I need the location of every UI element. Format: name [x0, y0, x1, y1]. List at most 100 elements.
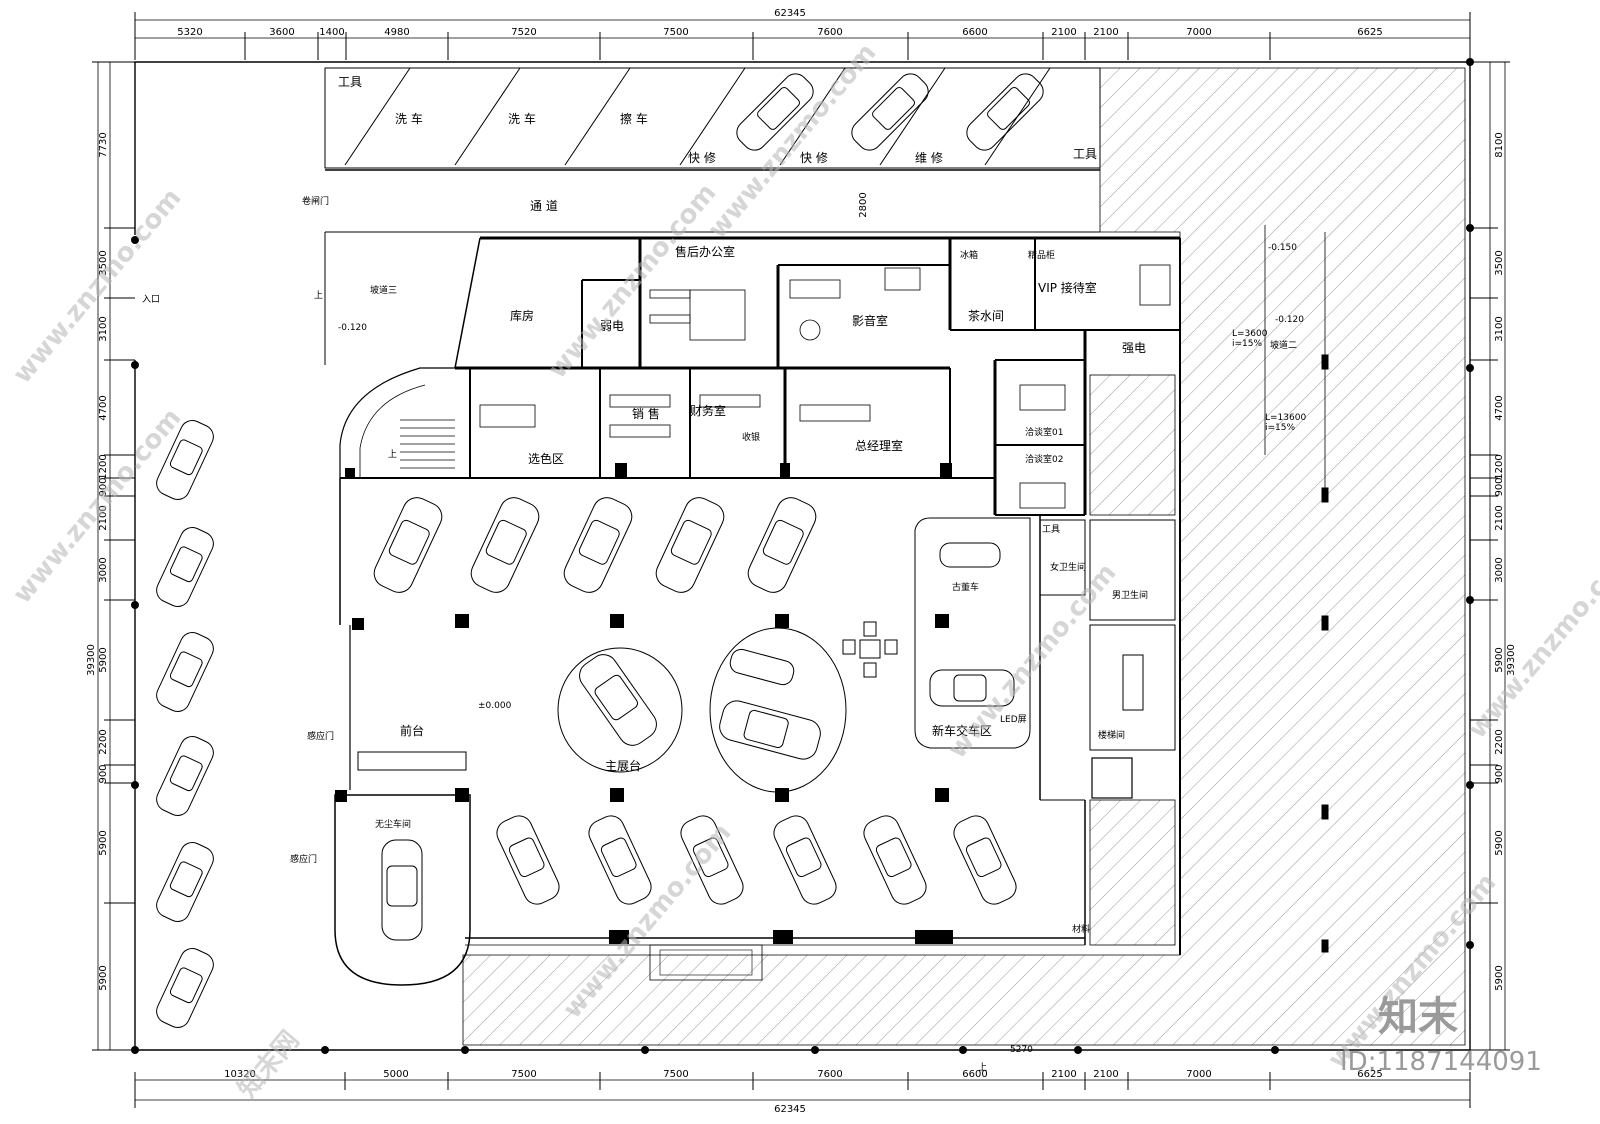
- dim-top: 6625: [1357, 27, 1382, 38]
- dim-top: 7500: [663, 27, 688, 38]
- dim-top: 1400: [319, 27, 344, 38]
- label-main-stage: 主展台: [605, 758, 641, 773]
- stair-treads: [400, 419, 455, 469]
- dim-top: 2100: [1051, 27, 1076, 38]
- label-strong-electric: 强电: [1122, 341, 1146, 355]
- label-level-0: ±0.000: [478, 701, 512, 711]
- svg-text:上: 上: [314, 290, 323, 301]
- svg-text:5900: 5900: [1494, 647, 1505, 672]
- label-wipe: 擦 车: [620, 111, 648, 126]
- label-finance: 财务室: [690, 403, 726, 418]
- svg-text:39300: 39300: [86, 644, 97, 676]
- label-delivery-zone: 新车交车区: [932, 723, 992, 738]
- label-fridge: 冰箱: [960, 249, 978, 261]
- ramp-lines: [1264, 225, 1329, 953]
- label-men-wc: 男卫生间: [1112, 589, 1148, 601]
- label-led-screen: LED屏: [1000, 714, 1027, 725]
- svg-text:www.znzmo.com: www.znzmo.com: [7, 183, 187, 389]
- dim-bottom: 7600: [817, 1069, 842, 1080]
- svg-text:39300: 39300: [1506, 644, 1517, 676]
- office-labels: 入口 坡道三 -0.120 上 库房 弱电 售后办公室 影音室 冰箱 茶水间 精…: [142, 244, 1146, 466]
- label-boutique: 精品柜: [1028, 249, 1055, 261]
- label-vip-room: VIP 接待室: [1038, 280, 1097, 295]
- label-material: 材料: [1072, 923, 1090, 935]
- dim-top: 4980: [384, 27, 409, 38]
- svg-text:900: 900: [1494, 477, 1505, 496]
- svg-text:上: 上: [388, 449, 397, 460]
- svg-text:知末网: 知末网: [232, 1025, 305, 1104]
- svg-text:4700: 4700: [98, 395, 109, 420]
- label-roll-door: 卷闸门: [302, 195, 329, 207]
- svg-text:2800: 2800: [858, 192, 869, 217]
- watermark-logo: 知末: [1378, 994, 1458, 1040]
- dim-top: 7520: [511, 27, 536, 38]
- label-wash-2: 洗 车: [508, 111, 536, 126]
- label-bottom-inner-dim: 5270: [1010, 1045, 1033, 1055]
- svg-text:3500: 3500: [98, 250, 109, 275]
- dim-bottom: 7500: [511, 1069, 536, 1080]
- svg-text:2200: 2200: [1494, 729, 1505, 754]
- svg-text:5900: 5900: [98, 830, 109, 855]
- label-negotiation-2: 洽谈室02: [1025, 453, 1063, 465]
- svg-text:1200: 1200: [1494, 454, 1505, 479]
- label-general-manager: 总经理室: [855, 438, 903, 453]
- showroom-cars: [373, 497, 1017, 941]
- right-dims: 8100 3500 3100 4700 1200 900 2100 3000 5…: [1494, 132, 1517, 990]
- svg-text:i=15%: i=15%: [1265, 423, 1295, 433]
- label-wash-1: 洗 车: [395, 111, 423, 126]
- label-tool-top: 工具: [338, 75, 362, 89]
- label-level-2: -0.150: [1268, 243, 1297, 253]
- svg-text:www.znzmo.com: www.znzmo.com: [542, 178, 722, 384]
- svg-text:2100: 2100: [98, 505, 109, 530]
- dim-bottom: 6625: [1357, 1069, 1382, 1080]
- parking-cars: [156, 420, 214, 1028]
- label-av-room: 影音室: [852, 313, 888, 328]
- lounge-set: [842, 621, 898, 678]
- label-tool-right: 工具: [1073, 147, 1097, 161]
- repair-bay-cars: [736, 73, 1044, 151]
- svg-text:3100: 3100: [1494, 316, 1505, 341]
- label-sales: 销 售: [632, 406, 660, 421]
- dim-top: 5320: [177, 27, 202, 38]
- svg-text:3100: 3100: [98, 316, 109, 341]
- svg-text:2200: 2200: [98, 729, 109, 754]
- label-tea-room: 茶水间: [968, 308, 1004, 323]
- label-weak-electric: 弱电: [600, 319, 624, 333]
- label-negotiation-1: 洽谈室01: [1025, 426, 1063, 438]
- label-level-3: -0.120: [1275, 315, 1304, 325]
- service-area: [324, 67, 1101, 233]
- svg-text:3000: 3000: [1494, 557, 1505, 582]
- label-slope-2: L=13600: [1265, 413, 1306, 423]
- dim-bottom: 7500: [663, 1069, 688, 1080]
- office-walls: [324, 232, 1181, 955]
- dim-top: 7600: [817, 27, 842, 38]
- label-sensor-door-1: 感应门: [307, 730, 334, 742]
- svg-text:3000: 3000: [98, 557, 109, 582]
- dim-bottom: 2100: [1093, 1069, 1118, 1080]
- label-front-desk: 前台: [400, 723, 424, 738]
- label-quick-repair-2: 快 修: [800, 150, 828, 165]
- svg-text:5900: 5900: [1494, 830, 1505, 855]
- svg-text:www.znzmo.com: www.znzmo.com: [1462, 538, 1600, 744]
- svg-text:900: 900: [1494, 764, 1505, 783]
- dim-top: 6600: [962, 27, 987, 38]
- label-sensor-door-2: 感应门: [290, 853, 317, 865]
- label-slope-1: L=3600: [1232, 329, 1268, 339]
- columns: [335, 463, 953, 944]
- label-warehouse: 库房: [510, 308, 534, 323]
- label-stair-room: 楼梯间: [1098, 729, 1125, 741]
- dimension-lines: [92, 12, 1510, 1108]
- svg-text:3500: 3500: [1494, 250, 1505, 275]
- svg-text:8100: 8100: [1494, 132, 1505, 157]
- svg-text:5900: 5900: [1494, 965, 1505, 990]
- dim-bottom: 6600: [962, 1069, 987, 1080]
- showroom-labels: 女卫生间 男卫生间 工具 古董车 新车交车区 LED屏 主展台 ±0.000 前…: [290, 243, 1306, 1073]
- label-ramp: 坡道三: [370, 284, 397, 296]
- dim-bottom: 10320: [224, 1069, 256, 1080]
- svg-text:上: 上: [978, 1062, 987, 1073]
- label-after-sales-office: 售后办公室: [675, 244, 735, 259]
- label-dust-free-workshop: 无尘车间: [375, 818, 411, 830]
- label-ramp-2: 坡道二: [1270, 339, 1297, 351]
- dim-total-top: 62345: [774, 8, 806, 19]
- svg-text:i=15%: i=15%: [1232, 339, 1262, 349]
